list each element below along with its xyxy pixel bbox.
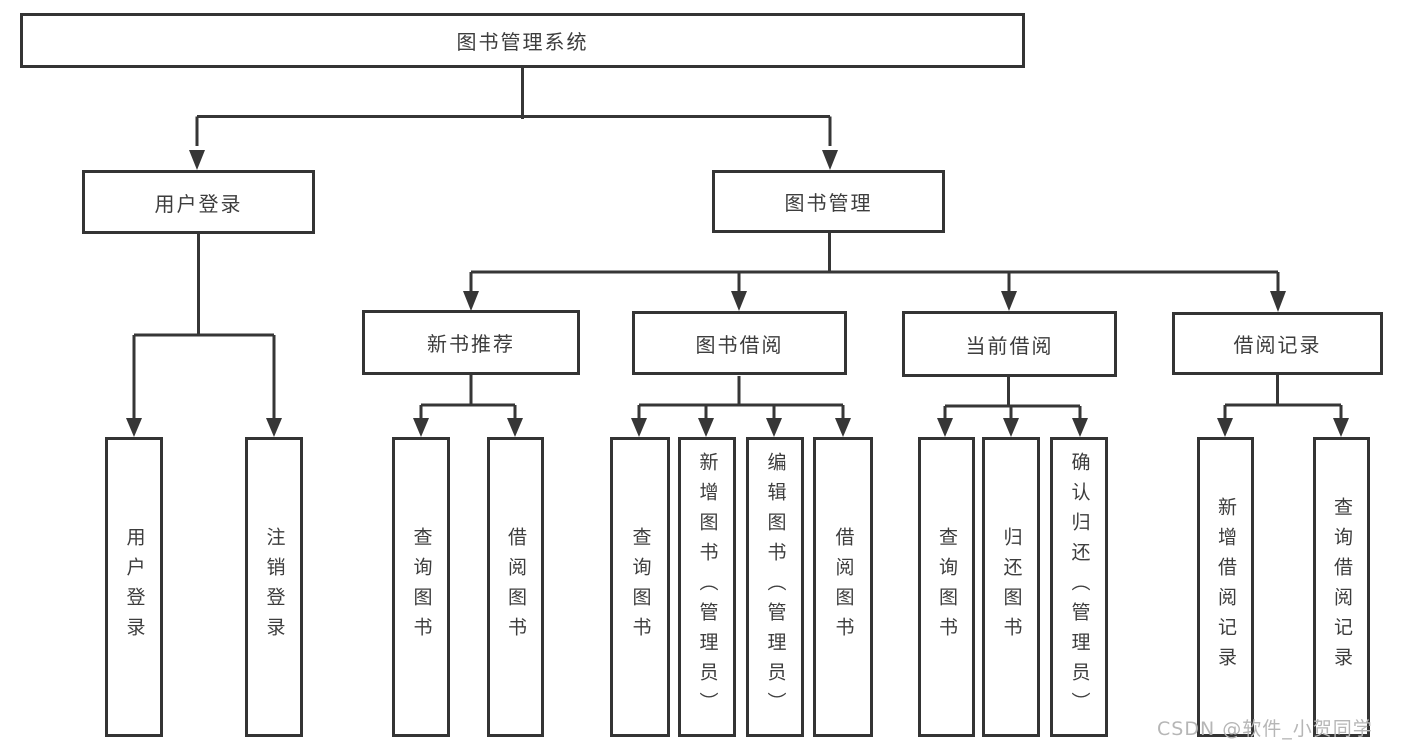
leaf-user-login: 用户登录 xyxy=(105,437,163,737)
leaf-confirm-return-admin: 确认归还（管理员） xyxy=(1050,437,1108,737)
leaf-return-book: 归还图书 xyxy=(982,437,1040,737)
node-book-management: 图书管理 xyxy=(712,170,945,233)
leaf-newbook-borrow-book: 借阅图书 xyxy=(487,437,544,737)
node-borrow-record: 借阅记录 xyxy=(1172,312,1383,375)
leaf-add-book-admin: 新增图书（管理员） xyxy=(678,437,736,737)
node-library-management-system: 图书管理系统 xyxy=(20,13,1025,68)
leaf-edit-book-admin: 编辑图书（管理员） xyxy=(746,437,804,737)
leaf-add-borrow-record: 新增借阅记录 xyxy=(1197,437,1254,737)
node-new-book-recommend: 新书推荐 xyxy=(362,310,580,375)
tree-edges xyxy=(132,68,1343,420)
leaf-logout: 注销登录 xyxy=(245,437,303,737)
node-book-borrow: 图书借阅 xyxy=(632,311,847,375)
node-current-borrow: 当前借阅 xyxy=(902,311,1117,377)
node-user-login: 用户登录 xyxy=(82,170,315,234)
leaf-query-borrow-record: 查询借阅记录 xyxy=(1313,437,1370,737)
csdn-watermark: CSDN @软件_小贺同学 xyxy=(1157,718,1373,740)
leaf-newbook-query-book: 查询图书 xyxy=(392,437,450,737)
arrowheads xyxy=(126,150,1349,437)
leaf-current-query-book: 查询图书 xyxy=(918,437,975,737)
leaf-borrow-query-book: 查询图书 xyxy=(610,437,670,737)
leaf-borrow-book: 借阅图书 xyxy=(813,437,873,737)
